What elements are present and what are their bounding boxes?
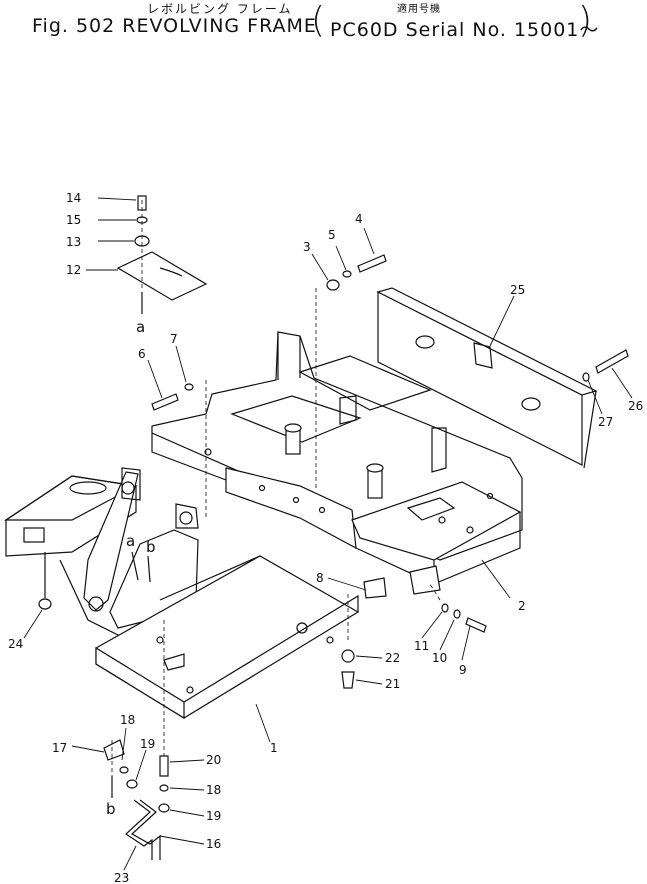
- callout-18b: 18: [206, 783, 221, 797]
- callout-9: 9: [459, 663, 467, 677]
- callout-27: 27: [598, 415, 613, 429]
- callout-18a: 18: [120, 713, 135, 727]
- callout-1: 1: [270, 741, 278, 755]
- part-25-cover: [376, 287, 598, 469]
- serial-japanese: 適用号機: [397, 4, 441, 15]
- callout-5: 5: [328, 228, 336, 242]
- callout-14: 14: [66, 191, 81, 205]
- frame-body: [151, 331, 523, 595]
- callout-6: 6: [138, 347, 146, 361]
- callout-21: 21: [385, 677, 400, 691]
- callout-7: 7: [170, 332, 178, 346]
- reference-arrows: [111, 292, 151, 798]
- callout-24: 24: [8, 637, 23, 651]
- reference-letters: a a b b: [106, 318, 156, 818]
- callout-8: 8: [316, 571, 324, 585]
- callout-17: 17: [52, 741, 67, 755]
- callout-16: 16: [206, 837, 221, 851]
- figure-title: Fig. 502 REVOLVING FRAME: [32, 15, 317, 37]
- close-paren: ): [578, 0, 593, 41]
- ref-b-frame: b: [146, 538, 156, 556]
- serial-range: PC60D Serial No. 15001～: [330, 19, 600, 41]
- callout-23: 23: [114, 871, 129, 884]
- leader-lines: [23, 197, 633, 871]
- title-japanese: レボルビング フレーム: [147, 2, 293, 16]
- part-1-under-cover: [95, 555, 360, 720]
- callout-25: 25: [510, 283, 525, 297]
- callout-19a: 19: [140, 737, 155, 751]
- callout-11: 11: [414, 639, 429, 653]
- callout-15: 15: [66, 213, 81, 227]
- callout-4: 4: [355, 212, 363, 226]
- callout-20: 20: [206, 753, 221, 767]
- callout-2: 2: [518, 599, 526, 613]
- callout-10: 10: [432, 651, 447, 665]
- callout-22: 22: [385, 651, 400, 665]
- small-parts: [38, 195, 629, 860]
- ref-b-bottom: b: [106, 800, 116, 818]
- callout-19b: 19: [206, 809, 221, 823]
- ref-a-frame: a: [126, 532, 135, 550]
- callout-labels: 1 2 3 4 5 6 7 8 9 10 11 12 13 14 15 16 1…: [8, 191, 643, 884]
- callout-12: 12: [66, 263, 81, 277]
- ref-a-top: a: [136, 318, 145, 336]
- callout-26: 26: [628, 399, 643, 413]
- centerlines: [111, 200, 441, 790]
- callout-13: 13: [66, 235, 81, 249]
- open-paren: (: [311, 0, 326, 41]
- callout-3: 3: [303, 240, 311, 254]
